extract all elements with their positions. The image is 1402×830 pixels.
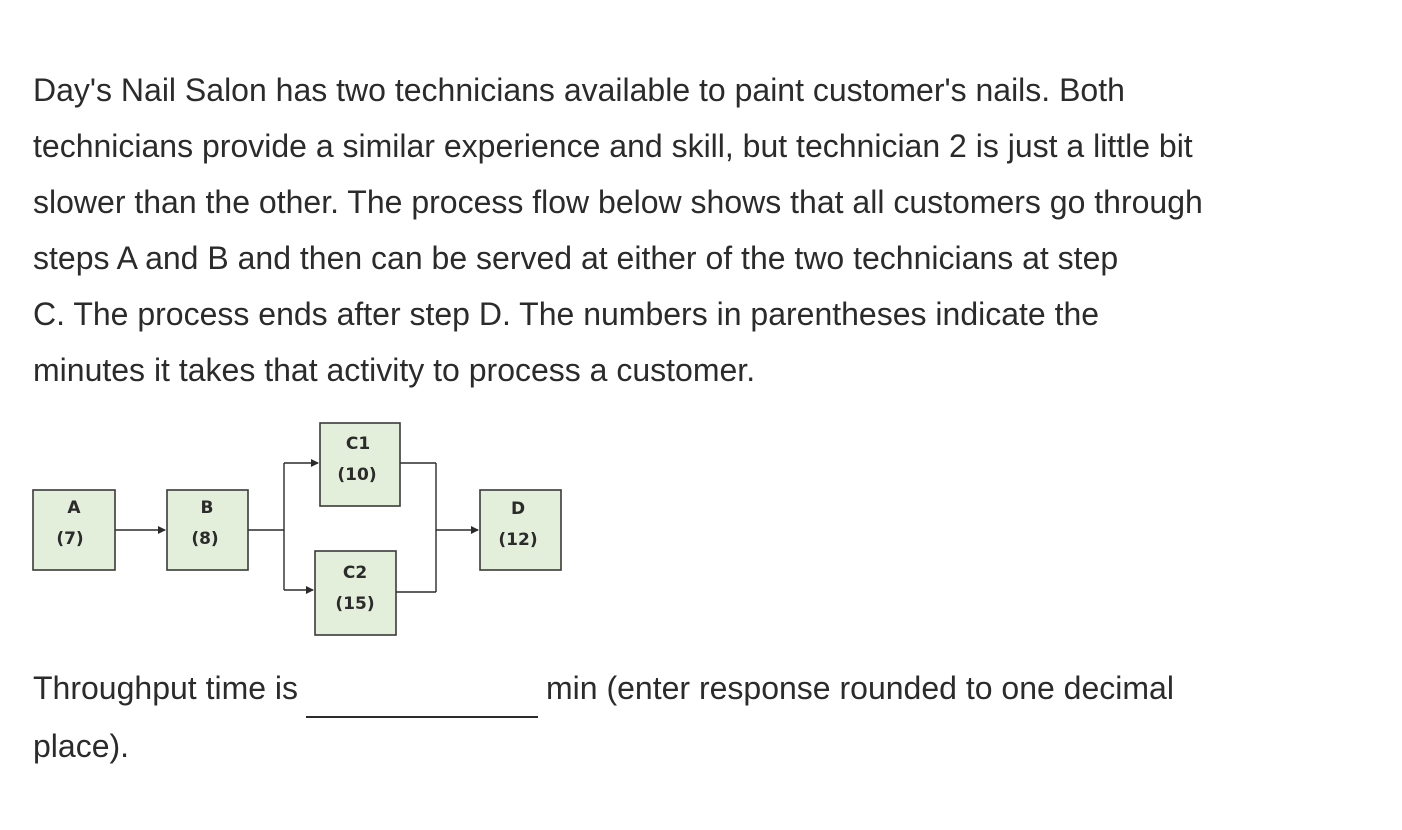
process-node-d: D (12)	[479, 489, 562, 571]
node-c2-label: C2	[343, 563, 367, 583]
node-c2-time: (15)	[335, 594, 374, 614]
process-flow-diagram: A (7) B (8) C1 (10) C2 (15) D (12)	[32, 422, 562, 636]
question-line: technicians provide a similar experience…	[33, 128, 1193, 164]
node-a-time: (7)	[56, 529, 83, 549]
question-line: C. The process ends after step D. The nu…	[33, 296, 1100, 332]
node-d-time: (12)	[498, 530, 537, 550]
answer-prompt: Throughput time is min (enter response ro…	[33, 660, 1393, 774]
process-node-c1: C1 (10)	[319, 422, 401, 507]
throughput-time-input[interactable]	[306, 676, 539, 718]
node-b-time: (8)	[191, 529, 218, 549]
node-b-label: B	[201, 498, 214, 518]
question-line: minutes it takes that activity to proces…	[33, 352, 756, 388]
answer-suffix-line2: place).	[33, 728, 130, 764]
answer-prefix: Throughput time is	[33, 670, 299, 706]
process-node-c2: C2 (15)	[314, 550, 397, 636]
process-node-b: B (8)	[166, 489, 249, 571]
node-c1-label: C1	[346, 434, 370, 454]
process-node-a: A (7)	[32, 489, 116, 571]
node-c1-time: (10)	[337, 465, 376, 485]
question-line: steps A and B and then can be served at …	[33, 240, 1119, 276]
node-d-label: D	[511, 499, 525, 519]
question-line: Day's Nail Salon has two technicians ava…	[33, 72, 1125, 108]
node-a-label: A	[67, 498, 81, 518]
answer-suffix: min (enter response rounded to one decim…	[546, 670, 1174, 706]
question-text: Day's Nail Salon has two technicians ava…	[33, 62, 1393, 398]
question-line: slower than the other. The process flow …	[33, 184, 1203, 220]
